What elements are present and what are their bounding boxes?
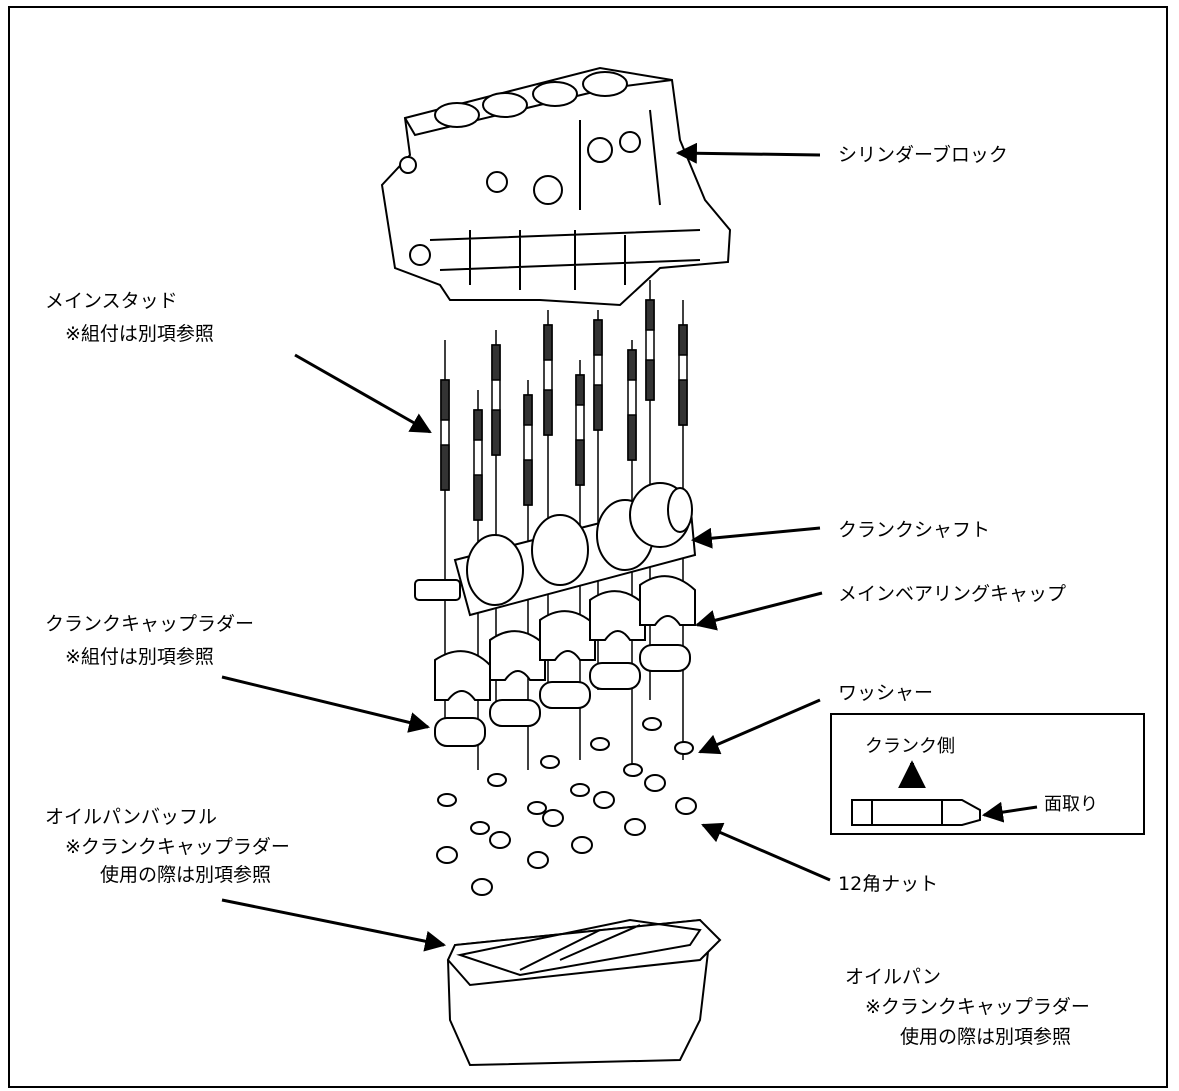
- label-12pt-nut: 12角ナット: [838, 873, 939, 895]
- main-bearing-cap-group: [434, 575, 696, 701]
- oil-pan-part: [446, 918, 722, 1067]
- label-oil-pan-baffle-note1: ※クランクキャップラダー: [65, 836, 290, 858]
- label-main-stud: メインスタッド: [45, 290, 178, 312]
- arrow-oil-pan-baffle: [221, 898, 447, 952]
- washer-chamfer-inset: クランク側 面取り: [830, 713, 1145, 835]
- label-oil-pan-note2: 使用の際は別項参照: [900, 1026, 1072, 1048]
- chamfer-arrow-icon: [981, 801, 1038, 823]
- washer-nut-group: [436, 717, 697, 896]
- arrow-nut: [701, 822, 831, 882]
- arrow-crank-cap-ladder: [221, 675, 431, 733]
- crankshaft-part: [414, 482, 697, 617]
- inset-crank-side-label: クランク側: [865, 736, 955, 757]
- cylinder-block-part: [380, 66, 732, 307]
- main-stud-group: [440, 280, 688, 770]
- label-crankshaft: クランクシャフト: [838, 519, 991, 541]
- arrow-cylinder-block: [675, 142, 821, 164]
- inset-chamfer-label: 面取り: [1044, 794, 1098, 815]
- washer-section: [851, 799, 981, 826]
- arrow-main-bearing-cap: [694, 591, 823, 631]
- arrow-crankshaft: [690, 526, 821, 549]
- label-crank-cap-ladder-note: ※組付は別項参照: [65, 646, 214, 668]
- label-oil-pan-baffle-note2: 使用の際は別項参照: [100, 864, 272, 886]
- arrow-washer: [698, 698, 821, 755]
- label-crank-cap-ladder: クランクキャップラダー: [45, 613, 255, 635]
- label-cylinder-block: シリンダーブロック: [838, 144, 1008, 166]
- label-oil-pan-note1: ※クランクキャップラダー: [865, 996, 1090, 1018]
- label-oil-pan: オイルパン: [845, 966, 941, 988]
- washer-section-drawing: [851, 760, 1038, 826]
- leader-arrows: [221, 142, 831, 952]
- crank-cap-ladder-group: [434, 644, 691, 747]
- label-main-bearing-cap: メインベアリングキャップ: [838, 583, 1067, 605]
- label-washer: ワッシャー: [838, 682, 934, 704]
- label-main-stud-note: ※組付は別項参照: [65, 323, 214, 345]
- arrow-main-stud: [294, 353, 432, 434]
- label-oil-pan-baffle: オイルパンバッフル: [45, 806, 217, 828]
